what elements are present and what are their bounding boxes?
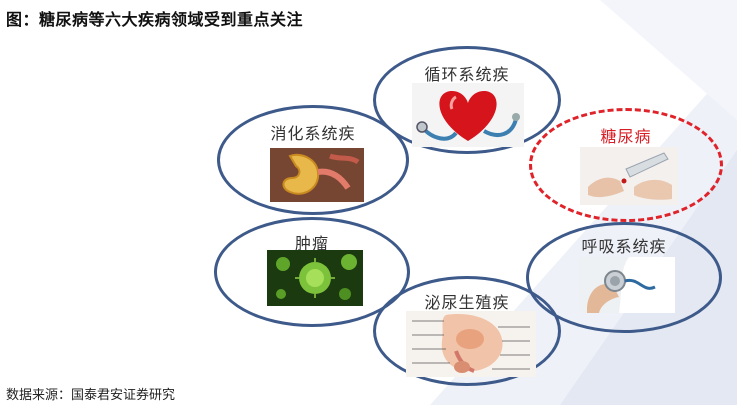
figure-source: 数据来源：国泰君安证券研究: [6, 388, 176, 403]
stomach-icon: [270, 148, 364, 202]
heart-stethoscope-icon: [412, 83, 524, 147]
node-tumor-label: 肿瘤: [294, 234, 329, 253]
node-circulatory-label: 循环系统疾: [424, 65, 510, 84]
cancer-cell-icon: [267, 250, 363, 306]
node-respiratory-label: 呼吸系统疾: [581, 237, 667, 256]
node-urogenital-label: 泌尿生殖疾: [424, 293, 510, 312]
node-diabetes-label: 糖尿病: [600, 127, 652, 146]
node-respiratory: 呼吸系统疾: [526, 222, 722, 333]
urogenital-anatomy-icon: [406, 311, 536, 377]
node-circulatory: 循环系统疾: [373, 46, 561, 154]
node-digestive: 消化系统疾: [217, 105, 409, 215]
figure-title: 图：糖尿病等六大疾病领域受到重点关注: [6, 10, 304, 29]
stethoscope-icon: [579, 257, 675, 313]
node-digestive-label: 消化系统疾: [270, 124, 356, 143]
node-tumor: 肿瘤: [214, 217, 410, 327]
node-urogenital: 泌尿生殖疾: [373, 276, 561, 386]
glucose-test-icon: [580, 147, 678, 205]
node-diabetes: 糖尿病: [529, 108, 723, 222]
